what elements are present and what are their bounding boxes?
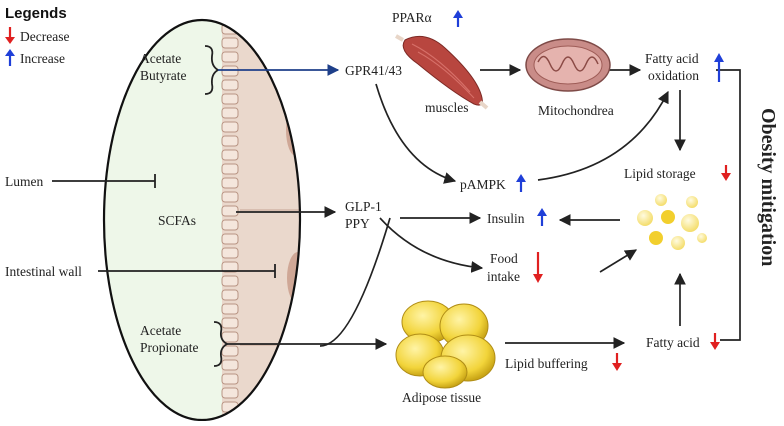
insulin-increase-arrow-icon <box>537 208 547 226</box>
arrow-gpr-to-pampk <box>375 83 457 184</box>
decrease-arrow-icon <box>5 27 15 44</box>
food-intake-decrease-arrow-icon <box>533 252 543 283</box>
villus <box>221 191 239 203</box>
mitochondria-icon <box>525 38 611 92</box>
muscle-icon <box>395 34 489 110</box>
villus <box>221 65 239 77</box>
villus <box>221 20 239 21</box>
villus <box>221 303 239 315</box>
villus <box>221 121 239 133</box>
villus <box>221 51 239 63</box>
villus <box>221 233 239 245</box>
villus <box>221 37 239 49</box>
insulin-label: Insulin <box>487 211 525 226</box>
villus <box>221 163 239 175</box>
adipose-cells-icon <box>395 300 496 389</box>
villus <box>221 275 239 287</box>
gpr-label: GPR41/43 <box>345 63 402 78</box>
connector-arrows <box>218 64 741 350</box>
legend-increase-label: Increase <box>20 51 65 66</box>
ppar-label: PPARα <box>392 10 432 25</box>
villus <box>221 135 239 147</box>
intestinal-wall <box>221 20 300 420</box>
arrow-pampk-to-oxidation <box>537 90 669 181</box>
villus <box>221 219 239 231</box>
fat-droplets-icon <box>637 194 707 250</box>
obesity-mitigation-label: Obesity mitigation <box>757 108 779 266</box>
fatty-acid-label: Fatty acid <box>646 335 700 350</box>
arrow-food-to-storage <box>599 249 638 273</box>
food-intake-label-1: Food <box>490 251 518 266</box>
acetate-label-1: Acetate <box>140 51 181 66</box>
butyrate-label: Butyrate <box>140 68 187 83</box>
ppy-label: PPY <box>345 216 370 231</box>
adipose-tissue-label: Adipose tissue <box>402 390 481 405</box>
lumen-label: Lumen <box>5 174 43 189</box>
legend-title: Legends <box>5 5 67 22</box>
ppar-increase-arrow-icon <box>453 10 463 27</box>
villus <box>221 317 239 329</box>
villus <box>221 331 239 343</box>
line-propionate-to-ppy <box>319 217 391 347</box>
scfas-label: SCFAs <box>158 213 196 228</box>
villus <box>221 387 239 399</box>
lipid-buffering-label: Lipid buffering <box>505 356 588 371</box>
mitochondrea-label: Mitochondrea <box>538 103 614 118</box>
intestinal-wall-label: Intestinal wall <box>5 264 82 279</box>
villus <box>221 247 239 259</box>
oxidation-increase-arrow-icon <box>714 53 724 82</box>
legend-decrease-label: Decrease <box>20 29 69 44</box>
food-intake-label-2: intake <box>487 269 520 284</box>
villus <box>221 205 239 217</box>
arrow-ppy-to-food <box>379 217 484 273</box>
fatty-acid-decrease-arrow-icon <box>710 333 720 350</box>
villus <box>221 289 239 301</box>
villus <box>221 149 239 161</box>
obesity-bracket <box>716 69 741 341</box>
pampk-label: pAMPK <box>460 177 506 192</box>
pampk-increase-arrow-icon <box>516 174 526 192</box>
legend: Legends Decrease Increase <box>5 5 69 66</box>
lipid-storage-label: Lipid storage <box>624 166 696 181</box>
villus <box>221 345 239 357</box>
propionate-label: Propionate <box>140 340 199 355</box>
villus <box>221 415 239 420</box>
lipid-storage-decrease-arrow-icon <box>721 165 731 181</box>
villus <box>221 107 239 119</box>
glp1-label: GLP-1 <box>345 199 382 214</box>
villus <box>221 93 239 105</box>
fatty-acid-oxidation-label-2: oxidation <box>648 68 699 83</box>
gut-section <box>102 18 302 422</box>
villus <box>221 359 239 371</box>
villus <box>221 177 239 189</box>
muscles-label: muscles <box>425 100 469 115</box>
villus <box>221 261 239 273</box>
fatty-acid-oxidation-label-1: Fatty acid <box>645 51 699 66</box>
villus <box>221 79 239 91</box>
acetate-label-2: Acetate <box>140 323 181 338</box>
increase-arrow-icon <box>5 49 15 66</box>
lipid-buffering-decrease-arrow-icon <box>612 353 622 371</box>
villus <box>221 373 239 385</box>
